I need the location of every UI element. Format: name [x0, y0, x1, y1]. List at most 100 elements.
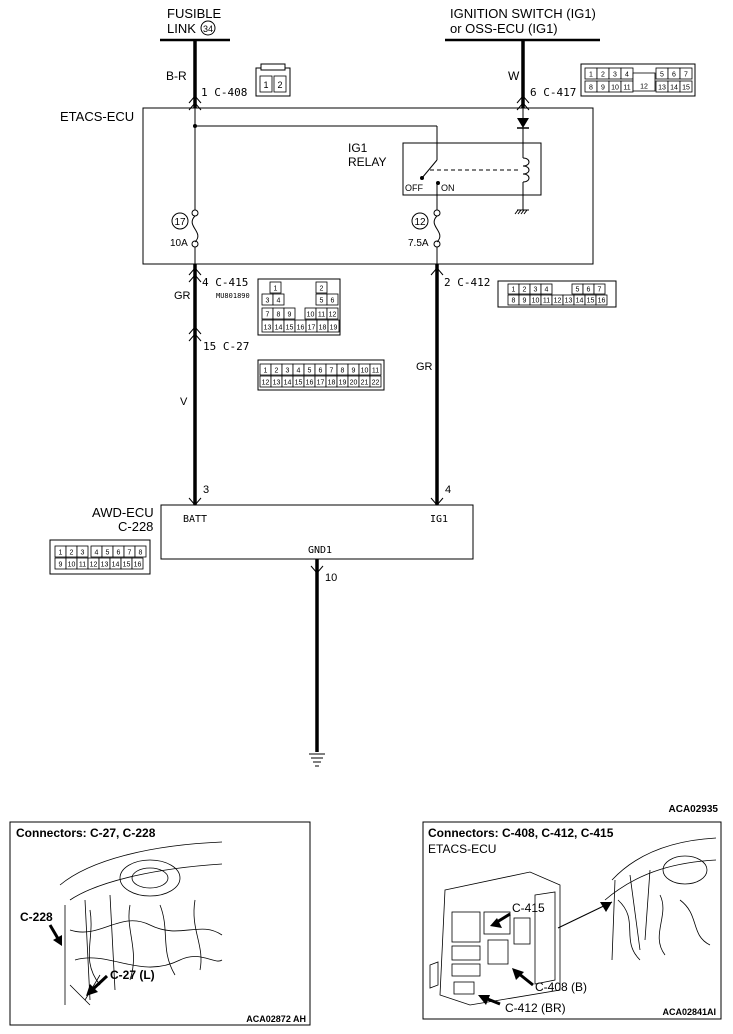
arrow-c408-head — [512, 968, 524, 980]
c228-cell-label: 8 — [139, 550, 143, 557]
c412-cell-label: 3 — [534, 287, 538, 294]
c27-cell-label: 18 — [328, 380, 336, 387]
c415-cell-label: 18 — [319, 325, 327, 332]
c415-cell-box — [315, 281, 328, 294]
pin-c412: 2 C-412 — [444, 276, 490, 289]
fig-code-top: ACA02935 — [669, 804, 719, 815]
c415-cell-box — [327, 319, 340, 333]
c412-cell-label: 12 — [554, 298, 562, 305]
c412-cell-label: 10 — [532, 298, 540, 305]
panel-left-c228: C-228 — [20, 910, 53, 924]
leader-arrow — [600, 902, 612, 912]
fuse-17-element — [191, 215, 199, 243]
c415-cell-box — [326, 293, 339, 306]
arrow-c412-head — [478, 995, 490, 1005]
relay-on-label: ON — [441, 183, 455, 193]
c408-cell-1: 1 — [263, 80, 268, 90]
c417-cell-label: 3 — [613, 72, 617, 79]
c417-cell-box — [632, 72, 656, 92]
c417-cell-label: 7 — [684, 72, 688, 79]
c27-cell-label: 15 — [295, 380, 303, 387]
c27-cell-label: 12 — [262, 380, 270, 387]
ignition-label-2: or OSS-ECU (IG1) — [450, 21, 558, 36]
relay-label-2: RELAY — [348, 155, 386, 169]
ig1-relay-box — [402, 142, 542, 196]
c412-cell-box — [540, 283, 553, 295]
c417-cell-label: 2 — [601, 72, 605, 79]
batt-label: BATT — [183, 514, 207, 525]
gnd-pin: 10 — [325, 572, 337, 584]
c412-cell-label: 14 — [576, 298, 584, 305]
ground-connector-mark — [310, 565, 324, 574]
panel-right-subtitle: ETACS-ECU — [428, 842, 496, 856]
relay-coil — [522, 157, 530, 183]
fuse-12-rating: 7.5A — [408, 238, 429, 249]
panel-left-c27: C-27 (L) — [110, 968, 155, 982]
c415-cell-label: 8 — [277, 312, 281, 319]
c27-cell-label: 5 — [308, 368, 312, 375]
c27-cell-label: 10 — [361, 368, 369, 375]
c228-cell-label: 4 — [95, 550, 99, 557]
etacs-box — [142, 107, 594, 265]
panel-right-c412: C-412 (BR) — [505, 1001, 566, 1015]
c412-cell-label: 5 — [576, 287, 580, 294]
c27-cell-label: 2 — [275, 368, 279, 375]
c27-cell-label: 16 — [306, 380, 314, 387]
c415-cell-label: 13 — [264, 325, 272, 332]
c228-cell-box — [131, 557, 144, 570]
c228-cell-label: 5 — [106, 550, 110, 557]
panel-right-c415: C-415 — [512, 901, 545, 915]
c415-cell-label: 12 — [329, 312, 337, 319]
arrow-c415 — [496, 912, 511, 924]
c27-cell-label: 11 — [372, 368, 379, 375]
c412-cell-label: 8 — [512, 298, 516, 305]
c417-cell-label: 12 — [640, 84, 648, 91]
pin-c415: 4 C-415 — [202, 276, 248, 289]
c415-cell-label: 6 — [331, 298, 335, 305]
panel-left-code: ACA02872 AH — [246, 1014, 306, 1024]
c228-cell-label: 14 — [112, 562, 120, 569]
c228-cell-label: 3 — [81, 550, 85, 557]
c408-cell-2: 2 — [277, 80, 282, 90]
pin-c27: 15 C-27 — [203, 340, 249, 353]
c27-cell-label: 9 — [352, 368, 356, 375]
c415-cell-label: 14 — [275, 325, 283, 332]
c228-cell-label: 15 — [123, 562, 131, 569]
pin-c417: 6 C-417 — [530, 86, 576, 99]
c415-cell-label: 3 — [266, 298, 270, 305]
awd-title: AWD-ECU — [92, 505, 154, 520]
c27-cell-label: 21 — [361, 380, 369, 387]
c228-cell-box — [76, 545, 89, 558]
c417-cell-label: 10 — [611, 85, 619, 92]
c415-cell-box — [283, 307, 296, 320]
relay-switch-arm — [421, 159, 438, 179]
c415-cell-box — [269, 281, 282, 294]
wire-w-label: W — [508, 69, 520, 83]
c412-cell-label: 2 — [523, 287, 527, 294]
c27-cell-label: 4 — [297, 368, 301, 375]
panel-left: Connectors: C-27, C-228 C-228 C-27 (L) A… — [9, 821, 311, 1026]
diode-symbol — [517, 118, 529, 128]
c417-cell-box — [679, 80, 693, 93]
c417-cell-label: 13 — [658, 85, 666, 92]
c228-cell-box — [134, 545, 147, 558]
c415-cell-label: 15 — [286, 325, 294, 332]
c415-cell-label: 16 — [297, 325, 305, 332]
fuse-12-element — [433, 215, 441, 243]
c228-cell-label: 1 — [59, 550, 63, 557]
c415-cell-label: 1 — [274, 286, 278, 293]
fusible-link-number-circle — [200, 20, 216, 36]
wire-gr-right-label: GR — [416, 361, 433, 373]
dashboard-illustration-right — [604, 837, 717, 961]
ig1-label: IG1 — [430, 514, 448, 525]
c412-cell-label: 13 — [565, 298, 573, 305]
c27-cell-label: 13 — [273, 380, 281, 387]
fuse-12-top — [433, 209, 441, 217]
fuse-17-rating: 10A — [170, 238, 188, 249]
c412-cell-label: 7 — [598, 287, 602, 294]
c417-cell-label: 6 — [672, 72, 676, 79]
c228-cell-label: 2 — [70, 550, 74, 557]
c415-cell-label: 9 — [288, 312, 292, 319]
